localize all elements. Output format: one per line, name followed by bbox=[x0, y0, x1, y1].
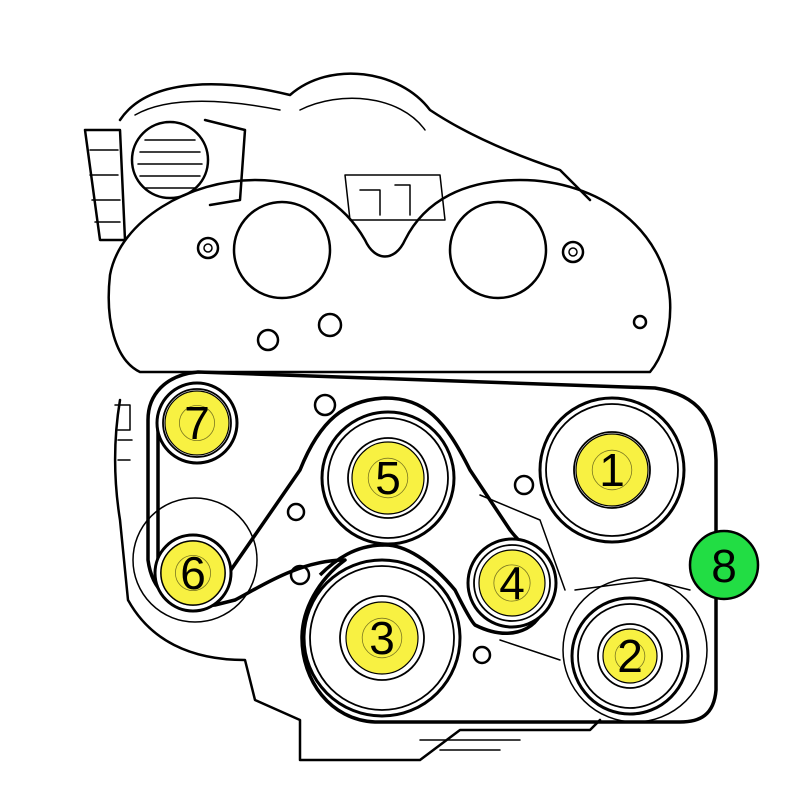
pulley-7: 7 bbox=[155, 381, 239, 465]
pulley-5: 5 bbox=[320, 410, 456, 546]
pulley-1: 1 bbox=[538, 396, 686, 544]
pulley-3-hub-ring bbox=[339, 595, 425, 681]
pulley-4-hub bbox=[493, 564, 531, 602]
pulley-4-highlight bbox=[478, 549, 546, 617]
pulley-5-groove bbox=[327, 417, 449, 539]
pulley-5-hub bbox=[367, 457, 409, 499]
pulley-4-label: 4 bbox=[499, 557, 525, 609]
pulley-3-hub bbox=[361, 617, 403, 659]
bolt-icon bbox=[196, 236, 220, 260]
pulley-1-highlight bbox=[575, 433, 649, 507]
pulley-7-label: 7 bbox=[184, 397, 210, 449]
belt-marker-circle bbox=[688, 529, 760, 601]
pulley-3-highlight bbox=[345, 601, 419, 675]
pulley-2-hub bbox=[614, 640, 646, 672]
pulley-6-label: 6 bbox=[180, 547, 206, 599]
pulley-3-label: 3 bbox=[369, 612, 395, 664]
bolt-icon bbox=[561, 240, 585, 264]
pulley-6: 6 bbox=[153, 533, 233, 613]
pulley-5-hub-ring bbox=[347, 437, 429, 519]
pulley-2-groove bbox=[577, 603, 683, 709]
pulley-6-highlight bbox=[160, 540, 226, 606]
pulley-2: 2 bbox=[570, 596, 690, 716]
cover-port-left bbox=[232, 200, 332, 300]
pulley-1-label: 1 bbox=[599, 444, 625, 496]
throttle-body bbox=[130, 120, 210, 200]
upper-cover bbox=[107, 178, 672, 374]
pulley-7-hub bbox=[178, 404, 215, 441]
pulley-3-groove bbox=[309, 565, 455, 711]
pulley-1-groove bbox=[545, 403, 679, 537]
belt-marker: 8 bbox=[688, 529, 760, 601]
pulley-3: 3 bbox=[302, 558, 462, 718]
pulley-2-hub-ring bbox=[597, 623, 663, 689]
pulley-6-hub bbox=[174, 555, 211, 592]
pulley-5-label: 5 bbox=[375, 452, 401, 504]
pulley-4-groove bbox=[473, 544, 551, 622]
pulley-group: 1 2 3 4 5 6 7 bbox=[153, 381, 690, 718]
pulley-7-groove bbox=[162, 388, 232, 458]
pulley-1-hub bbox=[591, 449, 633, 491]
pulley-4: 4 bbox=[466, 537, 558, 629]
engine-block bbox=[113, 393, 708, 762]
pulley-7-highlight bbox=[164, 390, 230, 456]
pulley-2-highlight bbox=[602, 628, 658, 684]
intake-assembly bbox=[83, 72, 592, 242]
pulley-5-highlight bbox=[351, 441, 425, 515]
pulley-1-hub-ring bbox=[573, 431, 651, 509]
belt-marker-label: 8 bbox=[711, 540, 737, 592]
cover-port-right bbox=[448, 200, 548, 300]
pulley-2-label: 2 bbox=[617, 630, 643, 682]
lower-housing-left bbox=[132, 497, 258, 623]
